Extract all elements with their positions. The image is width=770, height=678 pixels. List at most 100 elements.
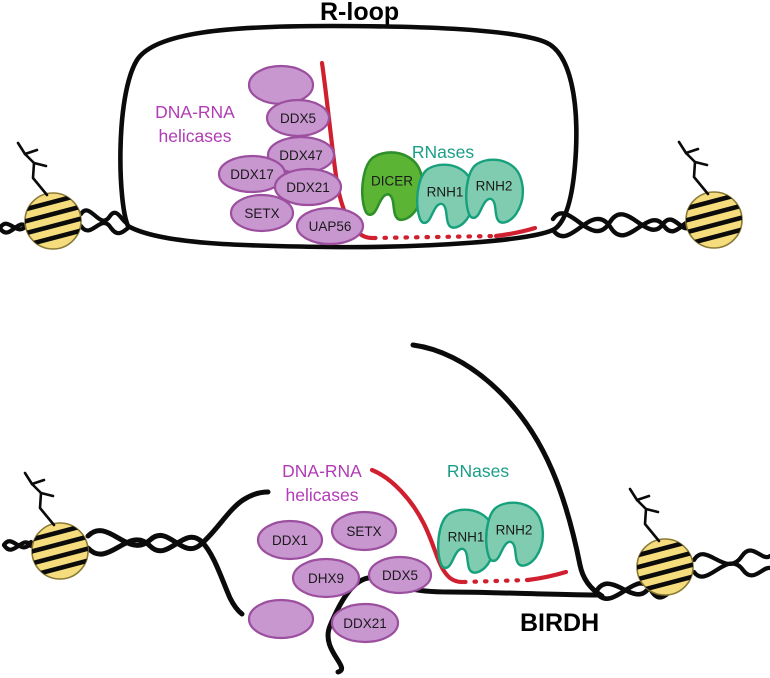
- helicase-ellipse-shape: [247, 64, 315, 106]
- nucleosome-dna-turn-1: [25, 202, 81, 226]
- histone-tail-branch-2: [30, 478, 46, 486]
- helicase-label: SETX: [346, 524, 381, 539]
- helicase-ellipse-shape: [256, 519, 324, 561]
- dna-helix-bottom-far-right: [691, 548, 770, 579]
- helicase-ddx21: DDX21: [330, 602, 400, 644]
- helicase-ellipse-shape: [229, 193, 295, 233]
- helicase-label: DDX5: [280, 111, 316, 126]
- panel-r-loop: R-loop DNA-RNA: [0, 0, 691, 250]
- helicase-ellipse-shape: [273, 167, 343, 207]
- rna-strand-dotted-top: [371, 233, 499, 241]
- histone-tail-branch-2: [635, 494, 651, 502]
- helicase-dhx9: DHX9: [291, 557, 361, 599]
- helicase-ddx5: DDX5: [367, 555, 433, 595]
- rna-strand-dotted-bottom: [461, 577, 531, 585]
- helicase-ellipse-shape: [247, 598, 315, 640]
- nucleosome-dna-turn-1: [686, 201, 742, 225]
- histone-tail-branch-3: [16, 141, 27, 156]
- helicase-ellipse-shape: [291, 557, 361, 599]
- histone-tail: [684, 151, 710, 196]
- rnase-shapes-top: DICER RNH1 RNH2: [360, 151, 524, 229]
- helicase-label-line1: DNA-RNA: [155, 102, 235, 122]
- helicase-ellipse-shape: [330, 602, 400, 644]
- histone-tail-branch-1: [644, 507, 660, 514]
- histone-tail: [23, 152, 49, 197]
- helicase-setx: SETX: [330, 510, 398, 552]
- rnase-rnh2: RNH2: [465, 158, 524, 224]
- rna-strand-solid-bottom-end: [525, 569, 569, 583]
- helicase-uap56: UAP56: [295, 206, 365, 246]
- panel-title-r-loop: R-loop: [320, 0, 399, 26]
- helicase-ellipse-shape: [367, 555, 433, 595]
- histone-tail-branch-3: [677, 140, 688, 155]
- rnase-label: RNH2: [496, 523, 533, 538]
- helicase-label: SETX: [244, 206, 279, 221]
- helicase-ddx21: DDX21: [273, 167, 343, 207]
- histone-tail-branch-1: [32, 161, 48, 168]
- helicase-label-line2: helicases: [159, 126, 232, 146]
- nucleosome-dna-wrap: [32, 523, 88, 579]
- nucleosome-dna-turn-2: [637, 560, 693, 584]
- helicase-label: DDX21: [286, 180, 330, 195]
- nucleosome-bottom-right: [628, 487, 694, 596]
- nucleosome-dna-turn-2: [32, 544, 88, 568]
- dna-linker-top-left: [0, 221, 30, 235]
- histone-tail-branch-3: [23, 471, 34, 486]
- helicase-ddx47: DDX47: [266, 135, 336, 175]
- rnase-dicer: DICER: [360, 151, 425, 222]
- helicase-ellipse-shape: [330, 510, 398, 552]
- rna-strand-solid-top: [319, 60, 375, 241]
- rnase-label: RNH1: [448, 530, 485, 545]
- rnase-group-label-bottom: RNases: [447, 461, 509, 481]
- rna-strand-solid-bottom: [369, 467, 465, 585]
- helicase-label-line2-bottom: helicases: [286, 485, 359, 505]
- nucleosome-dna-turn-2: [25, 214, 81, 238]
- helicase-ellipse-shape: [295, 206, 365, 246]
- rnase-label: RNH1: [427, 185, 464, 200]
- histone-tail-branch-2: [684, 147, 700, 155]
- histone-tail-branch-1: [693, 160, 709, 167]
- dna-helix-top-left: [78, 208, 131, 236]
- rnase-label: RNH2: [476, 179, 513, 194]
- helicase-unlabeled: [247, 598, 315, 640]
- histone-tail-branch-2: [23, 148, 39, 156]
- helicase-label: UAP56: [309, 219, 352, 234]
- rnase-label: DICER: [371, 174, 413, 189]
- helicase-label-line1-bottom: DNA-RNA: [282, 461, 362, 481]
- helicase-setx: SETX: [229, 193, 295, 233]
- nucleosome-dna-turn-2: [686, 213, 742, 237]
- histone-tail: [635, 498, 661, 543]
- helicase-unlabeled: [247, 64, 315, 106]
- birdh-upper-arm: [410, 342, 605, 599]
- rna-strand-solid-top-end: [493, 225, 538, 239]
- nucleosome-bottom-left: [23, 471, 89, 580]
- rnase-rnh2: RNH2: [485, 501, 544, 567]
- helicase-group-label-top: DNA-RNA helicases: [155, 102, 235, 146]
- helicase-label: DDX5: [382, 568, 418, 583]
- helicase-label: DDX17: [230, 167, 274, 182]
- helicase-ddx5: DDX5: [265, 98, 331, 138]
- nucleosome-dna-turn-1: [32, 532, 88, 556]
- histone-tail: [30, 482, 56, 527]
- dna-linker-bottom-left: [1, 539, 34, 552]
- histone-tail-branch-1: [39, 491, 55, 498]
- rnase-shapes-bottom: RNH1 RNH2: [437, 501, 544, 574]
- dna-fork-bottom-left: [85, 489, 271, 617]
- helicase-label: DHX9: [308, 571, 344, 586]
- panel-birdh: BIRDH DNA-RNA helicases RNases DDX1SETXD…: [1, 342, 770, 675]
- rnase-group-label-top: RNases: [412, 142, 474, 162]
- helicase-label: DDX21: [343, 616, 387, 631]
- helicase-label: DDX47: [279, 148, 323, 163]
- helicase-group-label-bottom: DNA-RNA helicases: [282, 461, 362, 505]
- dna-helix-top-right: [550, 211, 691, 239]
- helicase-label: DDX1: [272, 533, 308, 548]
- helicase-ddx1: DDX1: [256, 519, 324, 561]
- nucleosome-dna-turn-1: [637, 548, 693, 572]
- nucleosome-top-left: [16, 141, 82, 250]
- histone-tail-branch-3: [628, 487, 639, 502]
- rnase-blob-shape: [465, 158, 524, 224]
